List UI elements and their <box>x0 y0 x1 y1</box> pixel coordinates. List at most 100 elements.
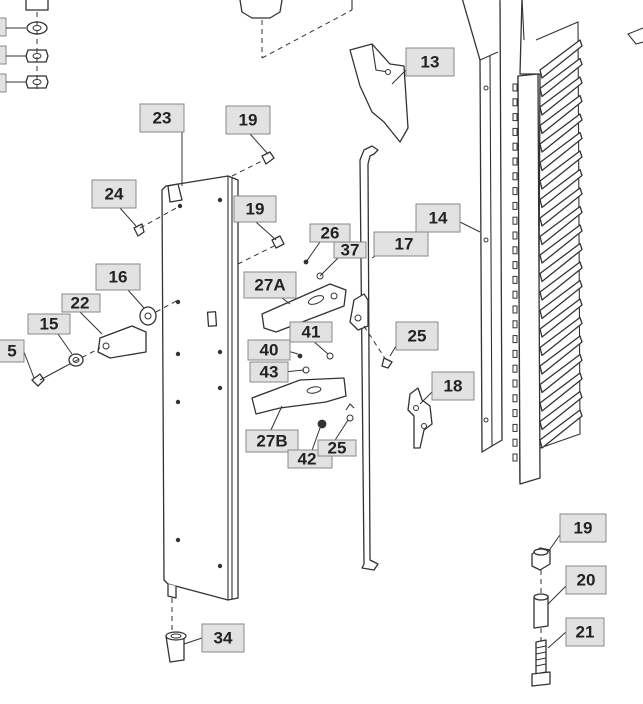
svg-text:15: 15 <box>40 315 59 334</box>
hardware-stack-bottom-right <box>531 547 551 687</box>
callout-27b: 27B <box>245 429 299 453</box>
callout-19-a: 19 <box>225 105 271 135</box>
top-center-fragment <box>239 0 353 59</box>
comb-tooth <box>539 372 583 412</box>
comb-tooth <box>539 57 583 98</box>
callout-21: 21 <box>565 617 605 647</box>
hardware-left <box>31 299 179 387</box>
rail-slot <box>512 394 518 403</box>
svg-text:25: 25 <box>408 327 427 346</box>
rail-slot <box>512 305 518 314</box>
callout-43: 43 <box>249 361 289 383</box>
comb-tooth <box>539 224 583 264</box>
rail-slot <box>512 261 518 270</box>
callout-24: 24 <box>91 179 137 209</box>
svg-text:14: 14 <box>429 209 448 228</box>
comb-tooth <box>539 409 583 449</box>
callouts: 13 23 19 24 19 26 37 17 <box>0 47 607 653</box>
slide-plate-27b <box>251 352 355 429</box>
plate-23 <box>161 175 239 632</box>
svg-text:13: 13 <box>421 53 440 72</box>
callout-25-b: 25 <box>317 439 357 458</box>
svg-text:43: 43 <box>260 363 279 382</box>
comb-tooth <box>539 205 583 246</box>
svg-text:34: 34 <box>214 629 233 648</box>
rail-slot <box>512 98 518 107</box>
callout-41: 41 <box>289 321 333 343</box>
bushing-34 <box>165 631 187 663</box>
rail-slot <box>512 320 518 329</box>
comb-tooth <box>539 261 583 301</box>
screw-25 <box>363 325 393 369</box>
comb-tooth <box>539 168 583 209</box>
callout-16: 16 <box>95 263 141 291</box>
comb-tooth <box>539 390 583 431</box>
callout-13: 13 <box>405 47 455 77</box>
comb-teeth <box>539 39 583 449</box>
slide-plate-27a <box>261 259 347 333</box>
comb-tooth <box>539 279 583 320</box>
callout-34: 34 <box>201 623 245 653</box>
comb-tooth <box>539 76 583 116</box>
callout-17: 17 <box>373 231 429 257</box>
svg-text:27B: 27B <box>256 432 287 451</box>
comb-tooth <box>539 316 583 357</box>
callout-19-c: 19 <box>559 513 607 543</box>
rail-slot <box>512 349 518 358</box>
svg-text:42: 42 <box>298 450 317 469</box>
callout-23: 23 <box>139 103 185 133</box>
svg-text:18: 18 <box>444 377 463 396</box>
callout-22: 22 <box>61 293 101 313</box>
svg-text:25: 25 <box>328 439 347 458</box>
rail-slot <box>512 83 518 92</box>
rail-slot <box>512 142 518 151</box>
comb-column <box>500 0 643 485</box>
svg-text:26: 26 <box>321 224 340 243</box>
svg-text:19: 19 <box>246 200 265 219</box>
rail-slot <box>512 364 518 373</box>
rail-14 <box>461 0 503 453</box>
callout-19-b: 19 <box>233 195 277 223</box>
svg-text:17: 17 <box>395 235 414 254</box>
svg-text:23: 23 <box>153 109 172 128</box>
svg-text:5: 5 <box>7 342 16 361</box>
rail-slots <box>512 83 518 462</box>
rail-slot <box>512 231 518 240</box>
comb-tooth <box>539 131 583 172</box>
comb-tooth <box>539 353 583 394</box>
rail-slot <box>512 438 518 447</box>
hardware-stack-top-left <box>0 0 49 93</box>
rail-slot <box>512 201 518 210</box>
svg-text:40: 40 <box>260 341 279 360</box>
rail-slot <box>512 113 518 122</box>
callout-26: 26 <box>309 223 351 243</box>
svg-text:20: 20 <box>577 571 596 590</box>
svg-text:16: 16 <box>109 268 128 287</box>
rail-slot <box>512 246 518 255</box>
svg-text:37: 37 <box>341 241 360 260</box>
comb-tooth <box>539 113 583 153</box>
comb-tooth <box>539 39 583 79</box>
rod-17 <box>349 145 379 571</box>
rail-slot <box>512 290 518 299</box>
svg-text:27A: 27A <box>254 276 285 295</box>
callout-20: 20 <box>565 565 607 595</box>
rail-slot <box>512 127 518 136</box>
comb-tooth <box>539 150 583 190</box>
comb-tooth <box>539 298 583 338</box>
svg-text:22: 22 <box>71 294 90 313</box>
rail-slot <box>512 423 518 432</box>
svg-text:21: 21 <box>576 623 595 642</box>
rail-slot <box>512 275 518 284</box>
rail-slot <box>512 216 518 225</box>
link-18 <box>407 387 433 449</box>
callout-18: 18 <box>431 371 475 401</box>
callout-40: 40 <box>247 339 291 361</box>
rail-slot <box>512 409 518 418</box>
rail-slot <box>512 187 518 196</box>
rail-slot <box>512 379 518 388</box>
comb-tooth <box>539 187 583 227</box>
svg-text:24: 24 <box>105 185 124 204</box>
callout-14: 14 <box>415 203 461 233</box>
